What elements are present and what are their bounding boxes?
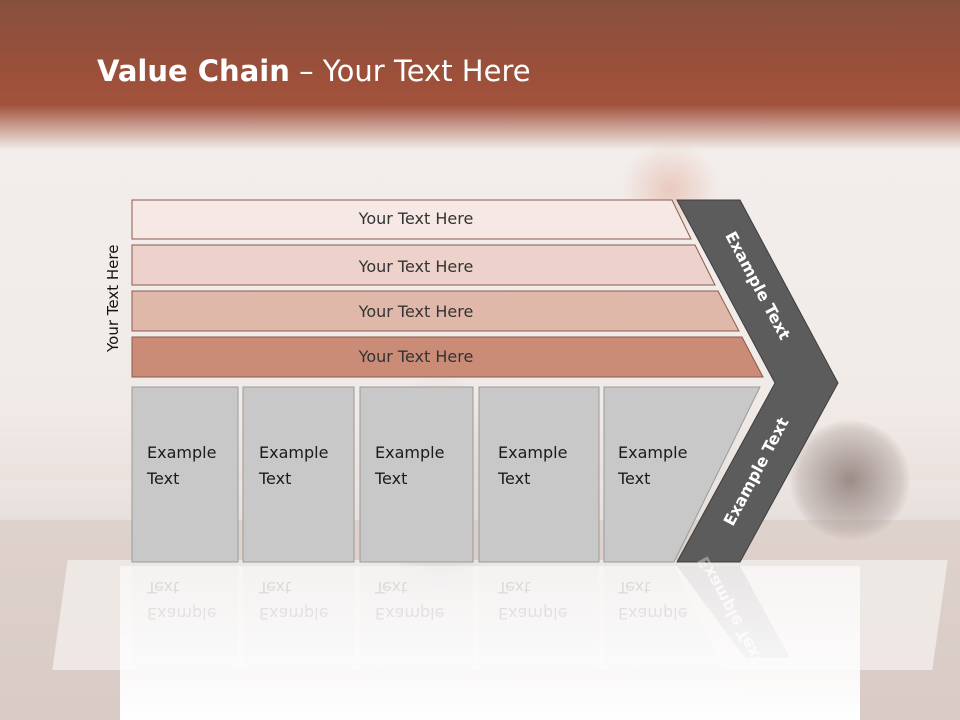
header-band — [0, 0, 960, 150]
title-rest: – Your Text Here — [289, 54, 531, 88]
activity-box-2[interactable]: Example Text — [242, 386, 355, 563]
activity-box-3-shape — [359, 386, 474, 563]
bar-2-shape — [131, 244, 716, 286]
activity-box-2-line2: Text — [258, 469, 291, 488]
reflection-fade — [120, 566, 860, 720]
activity-box-4-shape — [478, 386, 600, 563]
bar-1-label: Your Text Here — [358, 209, 474, 228]
activity-box-1[interactable]: Example Text — [131, 386, 239, 563]
activity-box-2-shape — [242, 386, 355, 563]
activity-box-5-line2: Text — [617, 469, 650, 488]
activity-box-3[interactable]: Example Text — [359, 386, 474, 563]
activity-box-1-line1: Example — [147, 443, 216, 462]
activity-box-4[interactable]: Example Text — [478, 386, 600, 563]
activity-box-5-line1: Example — [618, 443, 687, 462]
activity-box-5[interactable]: Example Text — [603, 386, 761, 563]
activity-box-1-line2: Text — [146, 469, 179, 488]
title-bold: Value Chain — [97, 54, 290, 88]
bars-group: Your Text Here Your Text Here Your Text … — [131, 199, 764, 378]
chevron-arrow — [676, 199, 839, 563]
bar-1-shape — [131, 199, 692, 240]
activity-box-5-shape — [603, 386, 761, 563]
bar-3-shape — [131, 290, 740, 332]
bar-4[interactable]: Your Text Here — [131, 336, 764, 378]
boxes-group: Example Text Example Text Example Text E… — [131, 386, 761, 563]
bar-3[interactable]: Your Text Here — [131, 290, 740, 332]
background-head — [790, 420, 910, 540]
activity-box-3-line1: Example — [375, 443, 444, 462]
activity-box-4-line1: Example — [498, 443, 567, 462]
bar-3-label: Your Text Here — [358, 302, 474, 321]
bar-2-label: Your Text Here — [358, 257, 474, 276]
bar-2[interactable]: Your Text Here — [131, 244, 716, 286]
activity-box-3-line2: Text — [374, 469, 407, 488]
activity-box-4-line2: Text — [497, 469, 530, 488]
bar-4-shape — [131, 336, 764, 378]
activity-box-1-shape — [131, 386, 239, 563]
bar-1[interactable]: Your Text Here — [131, 199, 692, 240]
slide-title[interactable]: Value Chain – Your Text Here — [97, 54, 531, 88]
activity-box-2-line1: Example — [259, 443, 328, 462]
bar-4-label: Your Text Here — [358, 347, 474, 366]
